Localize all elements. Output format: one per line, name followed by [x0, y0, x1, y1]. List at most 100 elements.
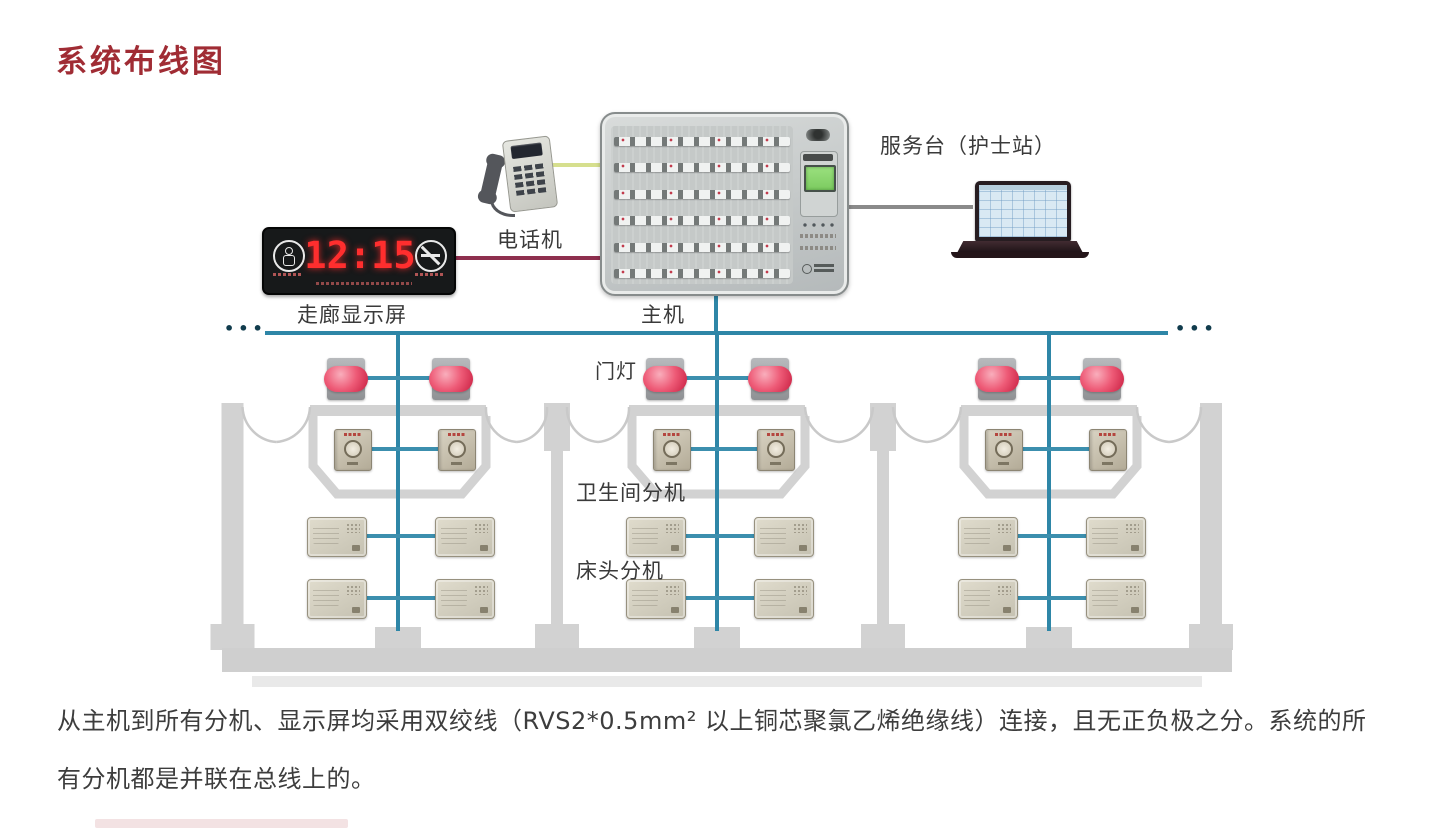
- bedside-extension: [626, 517, 686, 557]
- bedside-extension: [754, 517, 814, 557]
- call-button-icon: [1131, 545, 1139, 551]
- host-panel: [600, 112, 849, 296]
- speaker-grill-icon: [665, 523, 679, 533]
- bedside-link-line: [655, 596, 784, 600]
- phone-keys: [515, 186, 549, 196]
- call-button-icon: [1003, 545, 1011, 551]
- speaker-grill-icon: [997, 585, 1011, 595]
- bedside-link-line: [987, 596, 1116, 600]
- bathroom-extension: [985, 429, 1023, 471]
- door-lamp: [429, 366, 473, 392]
- call-button-icon: [799, 607, 807, 613]
- call-button-icon: [1131, 607, 1139, 613]
- speaker-grill-icon: [346, 585, 360, 595]
- no-smoking-icon: [415, 240, 447, 272]
- host-led-row: [801, 222, 835, 228]
- bathroom-extension: [653, 429, 691, 471]
- door-light-link-line: [997, 376, 1102, 380]
- door-lamp: [1080, 366, 1124, 392]
- call-button-icon: [671, 607, 679, 613]
- door-lamp: [324, 366, 368, 392]
- ward-section: [883, 333, 1215, 653]
- door-light: [643, 358, 687, 400]
- host-brand-logo: [802, 262, 835, 274]
- corridor-display-label: 走廊显示屏: [297, 303, 407, 327]
- host-caption-text: [800, 246, 836, 250]
- footnote-line1: 从主机到所有分机、显示屏均采用双绞线（RVS2*0.5mm² 以上铜芯聚氯乙烯绝…: [57, 707, 1367, 735]
- phone-keys: [513, 171, 547, 180]
- host-label: 主机: [641, 303, 685, 327]
- bottom-accent-bar: [95, 819, 348, 828]
- nurse-station-label: 服务台（护士站）: [880, 134, 1056, 158]
- call-button-icon: [352, 607, 360, 613]
- door-light: [748, 358, 792, 400]
- pull-button-icon: [344, 440, 362, 458]
- speaker-grill-icon: [474, 523, 488, 533]
- display-caption-left: [273, 273, 301, 276]
- section-drop-line: [715, 333, 719, 631]
- call-button-icon: [1003, 607, 1011, 613]
- display-caption-right: [415, 273, 443, 276]
- door-light-link-line: [665, 376, 770, 380]
- phone-screen: [510, 142, 543, 160]
- bedside-extension: [958, 579, 1018, 619]
- bathroom-extension-label: 卫生间分机: [576, 481, 686, 505]
- pull-button-icon: [1099, 440, 1117, 458]
- speaker-grill-icon: [1125, 523, 1139, 533]
- speaker-grill-icon: [997, 523, 1011, 533]
- ward-section: [551, 333, 883, 653]
- page-title: 系统布线图: [56, 44, 226, 80]
- bedside-extension: [435, 579, 495, 619]
- display-caption-bottom: [316, 282, 412, 285]
- call-button-strip: [614, 243, 790, 252]
- phone-keys: [514, 178, 548, 188]
- display-host-line: [452, 256, 601, 260]
- call-button-strip: [614, 190, 790, 199]
- bedside-link-line: [336, 534, 465, 538]
- call-button-strip: [614, 216, 790, 225]
- speaker-grill-icon: [474, 585, 488, 595]
- laptop-base-edge: [951, 252, 1089, 258]
- call-button-icon: [352, 545, 360, 551]
- door-light: [429, 358, 473, 400]
- phone-host-line: [545, 163, 601, 167]
- host-caption-text: [800, 234, 836, 238]
- bus-continuation-dots-left: •••: [224, 319, 267, 338]
- pull-button-icon: [767, 440, 785, 458]
- bedside-extension-label: 床头分机: [576, 559, 664, 583]
- door-light: [1080, 358, 1124, 400]
- bedside-extension: [1086, 517, 1146, 557]
- speaker-grill-icon: [346, 523, 360, 533]
- bedside-link-line: [655, 534, 784, 538]
- phone-body: [501, 135, 559, 213]
- telephone-label: 电话机: [497, 228, 563, 252]
- speaker-grill-icon: [793, 523, 807, 533]
- call-button-icon: [480, 607, 488, 613]
- pull-button-icon: [995, 440, 1013, 458]
- bedside-extension: [307, 517, 367, 557]
- bedside-extension: [754, 579, 814, 619]
- bathroom-link-line: [1003, 447, 1108, 451]
- speaker-grill-icon: [793, 585, 807, 595]
- section-drop-line: [396, 333, 400, 631]
- section-drop-line: [1047, 333, 1051, 631]
- footnote-line2: 有分机都是并联在总线上的。: [57, 765, 376, 793]
- call-button-strip: [614, 269, 790, 278]
- corridor-display: 12:15: [262, 227, 456, 295]
- host-bus-line: [714, 290, 718, 333]
- call-button-strip: [614, 137, 790, 146]
- host-control-area: [798, 124, 839, 284]
- ward-section: [232, 333, 564, 653]
- clock-digits: 12:15: [304, 234, 416, 277]
- call-button-icon: [480, 545, 488, 551]
- nurse-call-icon: [273, 240, 305, 272]
- bedside-extension: [307, 579, 367, 619]
- bedside-extension: [435, 517, 495, 557]
- door-light: [975, 358, 1019, 400]
- bathroom-extension: [757, 429, 795, 471]
- host-speaker: [806, 129, 830, 141]
- phone-cord: [490, 198, 515, 217]
- pull-button-icon: [663, 440, 681, 458]
- bedside-extension: [958, 517, 1018, 557]
- laptop-screen: [975, 181, 1071, 242]
